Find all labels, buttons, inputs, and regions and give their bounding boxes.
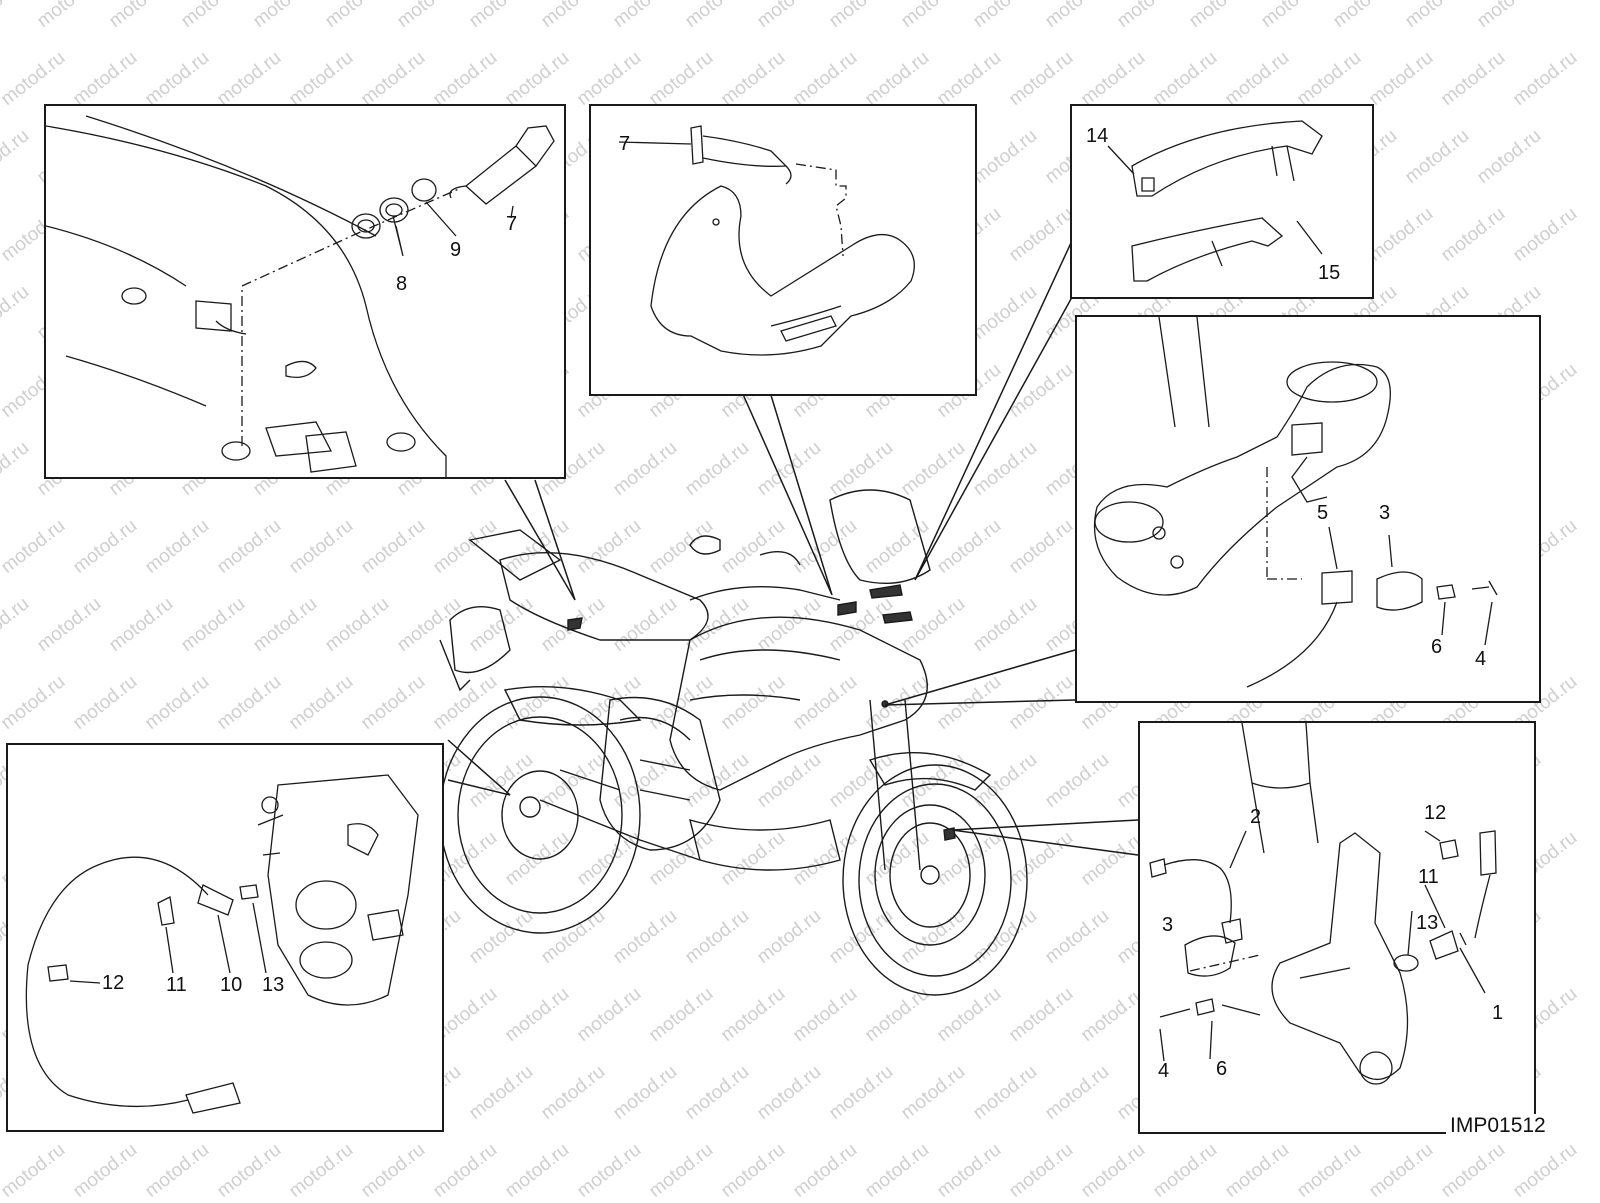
panel-top-center: 7 [589,104,977,396]
callout-label: 3 [1162,914,1174,936]
panel-top-left: 7 8 9 [44,104,566,479]
callout-label: 8 [396,273,408,295]
callout-label: 14 [1086,125,1109,147]
panel-top-right: 14 15 [1070,104,1374,299]
callout-label: 9 [450,239,462,261]
callout-label: 10 [220,974,243,996]
callout-label: 11 [1418,866,1439,888]
callout-label: 13 [262,974,285,996]
rear-wheel-sensor-drawing [25,774,419,1114]
callout-label: 11 [166,974,187,996]
fuel-tank-sensor-drawing [46,115,555,477]
callout-label: 5 [1317,502,1329,524]
callout-label: 7 [506,213,518,235]
panel-bottom-right: 2 12 11 3 13 1 4 6 [1138,721,1536,1134]
callout-label: 4 [1475,648,1487,670]
callout-label: 12 [1424,802,1447,824]
dashboard-sensor-drawing [618,125,915,356]
brackets-drawing [1107,120,1323,282]
callout-label: 13 [1416,912,1439,934]
callout-label: 3 [1379,502,1391,524]
front-wheel-sensor-drawing [1149,723,1497,1085]
callout-label: 7 [619,133,631,155]
callout-label: 6 [1431,636,1443,658]
callout-label: 6 [1216,1058,1228,1080]
callout-label: 4 [1158,1060,1170,1082]
callout-label: 1 [1492,1002,1504,1024]
drawing-reference-code: IMP01512 [1446,1114,1550,1138]
callout-label: 15 [1318,262,1341,284]
steering-yoke-sensor-drawing [1093,317,1498,688]
callout-label: 2 [1250,806,1262,828]
callout-label: 12 [102,972,125,994]
panel-bottom-left: 12 11 10 13 [6,743,444,1132]
panel-mid-right: 5 3 6 4 [1075,315,1541,703]
